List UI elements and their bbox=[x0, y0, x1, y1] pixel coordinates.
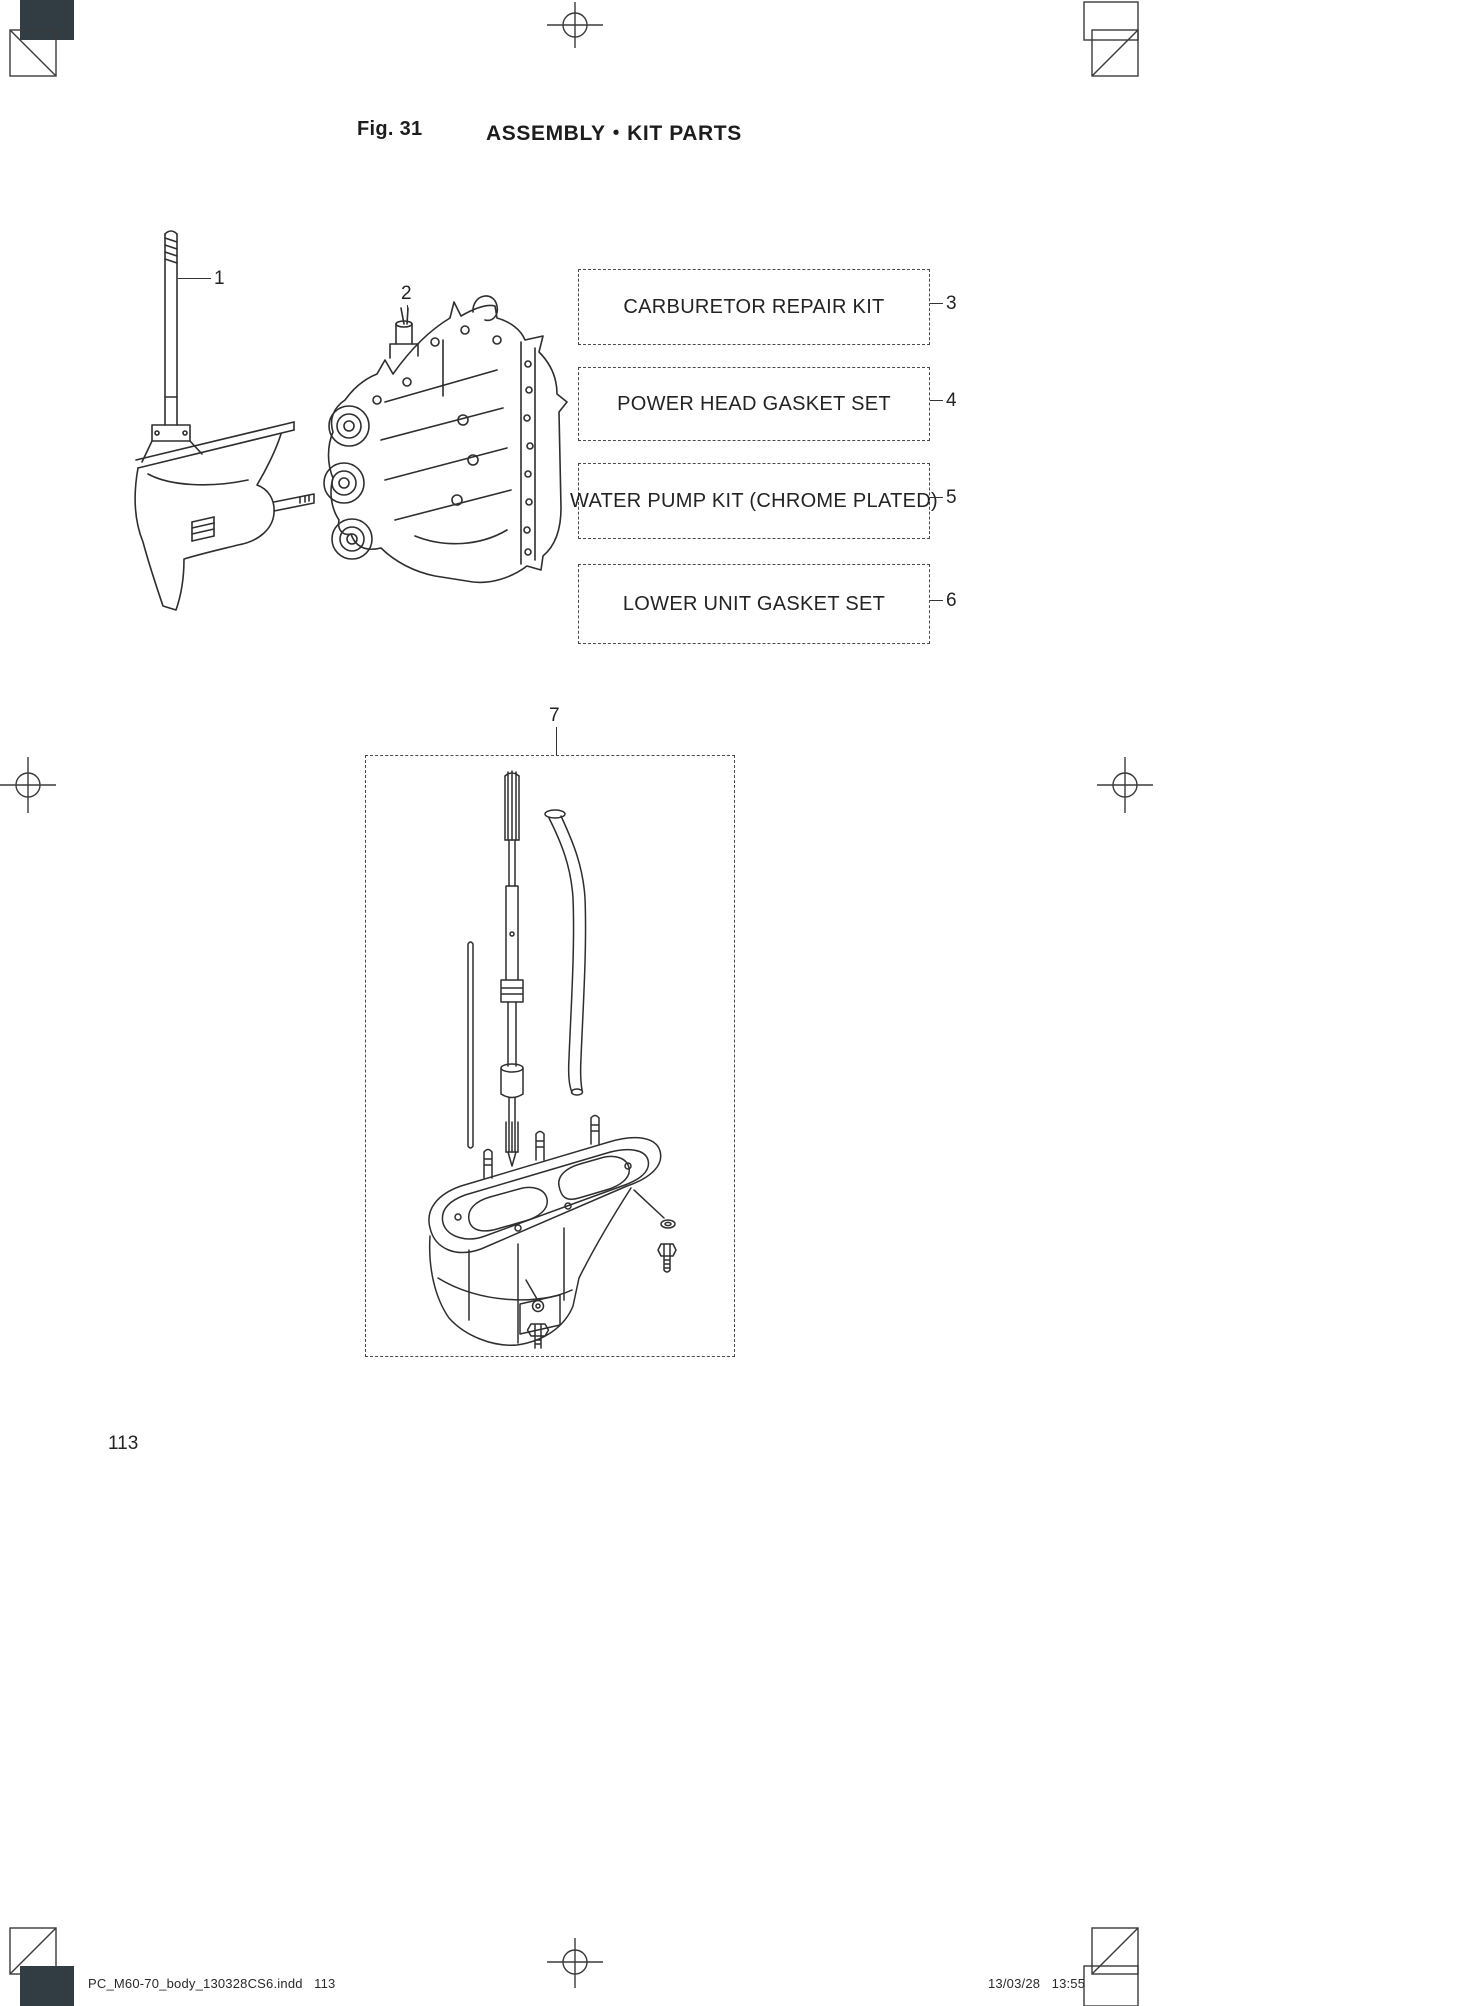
figure-number: Fig. 31 bbox=[357, 118, 423, 140]
footer-datetime: 13/03/28 13:55 bbox=[988, 1976, 1086, 1991]
lower-casing-exploded-illustration bbox=[428, 770, 677, 1349]
kit-box-label: CARBURETOR REPAIR KIT bbox=[623, 295, 885, 318]
kit-box-lower-unit-gasket-set: LOWER UNIT GASKET SET bbox=[578, 564, 930, 644]
page-number: 113 bbox=[108, 1433, 139, 1454]
power-head-illustration bbox=[323, 295, 568, 584]
kit-box-label: LOWER UNIT GASKET SET bbox=[622, 592, 886, 615]
callout-6: 6 bbox=[946, 590, 957, 611]
page-title: ASSEMBLY・KIT PARTS bbox=[486, 122, 742, 145]
callout-2: 2 bbox=[401, 283, 412, 304]
callout-5-leader bbox=[930, 497, 943, 498]
callout-3: 3 bbox=[946, 293, 957, 314]
footer-file-info: PC_M60-70_body_130328CS6.indd 113 bbox=[88, 1976, 336, 1991]
callout-1: 1 bbox=[214, 268, 225, 289]
callout-4-leader bbox=[930, 400, 943, 401]
callout-4: 4 bbox=[946, 390, 957, 411]
kit-box-power-head-gasket-set: POWER HEAD GASKET SET bbox=[578, 367, 930, 441]
callout-3-leader bbox=[930, 303, 943, 304]
callout-7: 7 bbox=[549, 705, 560, 726]
kit-box-water-pump-kit: WATER PUMP KIT (CHROME PLATED) bbox=[570, 463, 938, 539]
callout-6-leader bbox=[930, 600, 943, 601]
callout-2-leader bbox=[407, 305, 408, 323]
callout-1-leader bbox=[178, 278, 211, 279]
lower-unit-illustration bbox=[134, 230, 315, 611]
kit-box-label: POWER HEAD GASKET SET bbox=[617, 392, 891, 415]
callout-7-leader bbox=[556, 727, 557, 755]
kit-box-carburetor-repair-kit: CARBURETOR REPAIR KIT bbox=[578, 269, 930, 345]
kit-box-label: WATER PUMP KIT (CHROME PLATED) bbox=[570, 489, 938, 512]
callout-5: 5 bbox=[946, 487, 957, 508]
